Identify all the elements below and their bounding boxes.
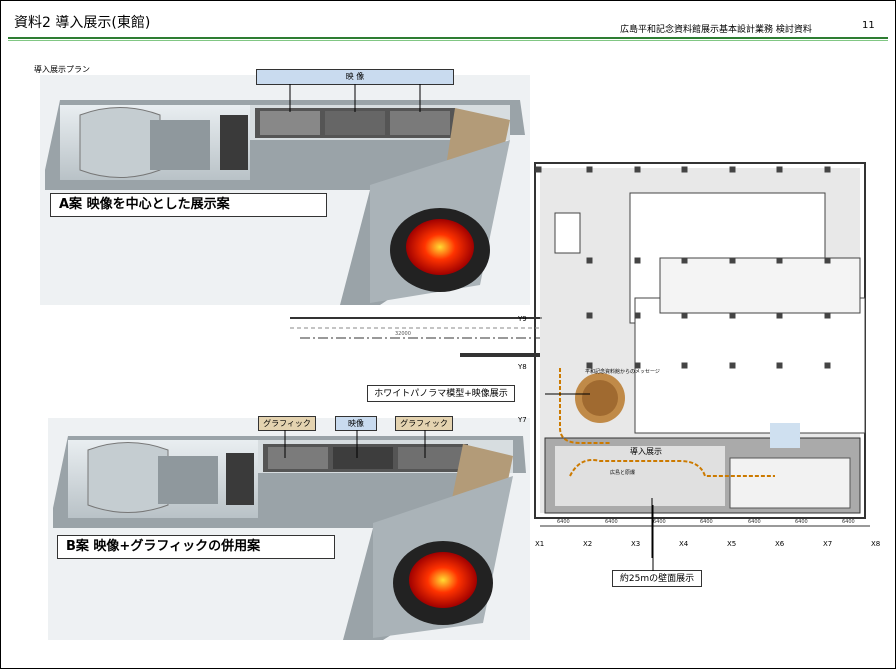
case-b-graphic-tag-left: グラフィック [258, 416, 316, 431]
render-case-b [48, 418, 530, 640]
x1-label: X1 [535, 540, 544, 548]
span-total-label: 32000 [395, 331, 411, 337]
callout-wall: 約25mの壁面展示 [612, 570, 702, 587]
page-subtitle: 広島平和記念資料館展示基本設計業務 検討資料 [620, 25, 812, 35]
span-1: 6400 [557, 519, 570, 525]
zone-label: 導入展示 [630, 446, 662, 456]
y9-label: Y9 [517, 315, 527, 323]
x3-label: X3 [631, 540, 640, 548]
x6-label: X6 [775, 540, 785, 548]
case-a-label: A案 映像を中心とした展示案 [50, 193, 327, 217]
span-2: 6400 [605, 519, 618, 525]
render-case-a [40, 75, 530, 305]
plan-label: 導入展示プラン [34, 65, 90, 74]
page-title: 資料2 導入展示(東館) [14, 15, 151, 31]
x8-label: X8 [871, 540, 880, 548]
case-b-tag-leaders [284, 430, 426, 458]
span-7: 6400 [842, 519, 855, 525]
x4-label: X4 [679, 540, 689, 548]
floor-plan: Y9 Y8 Y7 32000 導入展示 広島と原爆 平和記念資料館からのメッセー… [290, 162, 880, 558]
span-4: 6400 [700, 519, 713, 525]
x5-label: X5 [727, 540, 736, 548]
span-3: 6400 [653, 519, 666, 525]
x7-label: X7 [823, 540, 832, 548]
case-b-graphic-tag-right: グラフィック [395, 416, 453, 431]
case-b-label: B案 映像+グラフィックの併用案 [57, 535, 335, 559]
case-a-video-leaders [289, 84, 421, 112]
case-a-video-tag: 映 像 [256, 69, 454, 85]
header-rule-light [8, 40, 888, 41]
page-number: 11 [862, 20, 875, 31]
y7-label: Y7 [517, 416, 527, 424]
header-rule [8, 37, 888, 39]
span-6: 6400 [795, 519, 808, 525]
message-label: 平和記念資料館からのメッセージ [585, 368, 660, 375]
x2-label: X2 [583, 540, 592, 548]
small-zone-label: 広島と原爆 [610, 469, 635, 476]
span-5: 6400 [748, 519, 761, 525]
y8-label: Y8 [517, 363, 527, 371]
callout-panorama: ホワイトパノラマ模型+映像展示 [367, 385, 515, 402]
case-b-video-tag: 映像 [335, 416, 377, 431]
callout-wall-leader [652, 505, 654, 571]
